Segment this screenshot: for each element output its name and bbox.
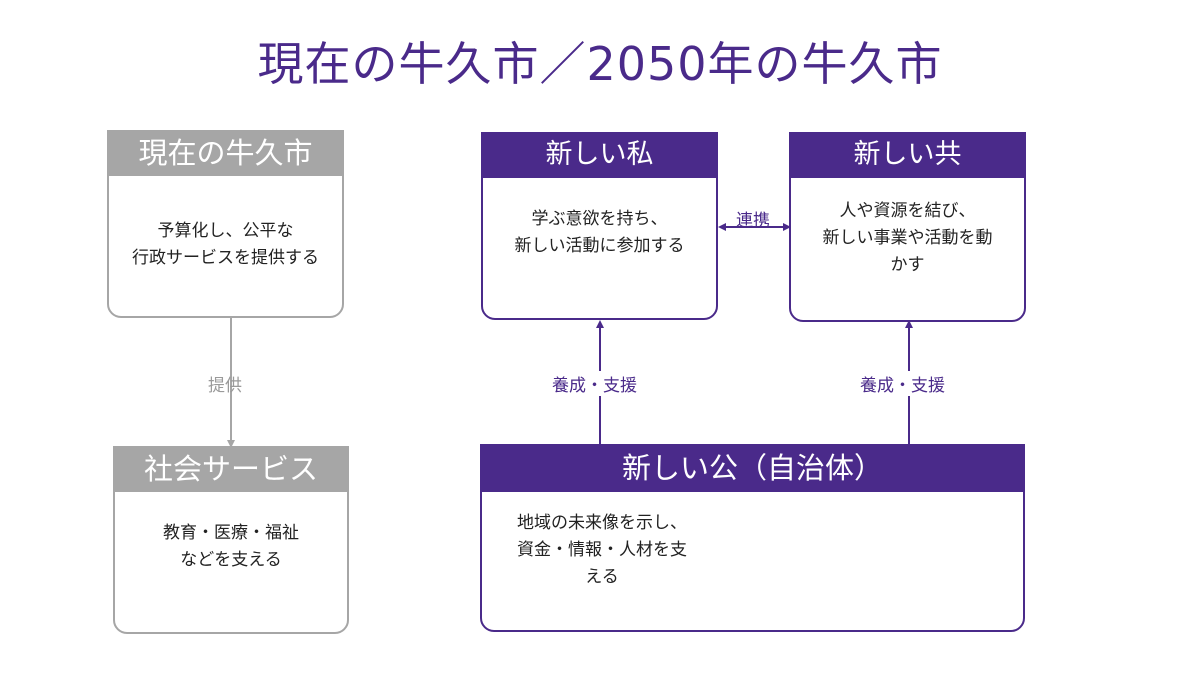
new-private-line: 新しい活動に参加する: [514, 236, 685, 256]
social-service-box: 社会サービス 教育・医療・福祉 などを支える: [113, 446, 349, 634]
current-city-box: 現在の牛久市 予算化し、公平な 行政サービスを提供する: [107, 130, 344, 318]
current-city-header: 現在の牛久市: [107, 130, 344, 176]
new-public-line: 資金・情報・人材を支: [517, 540, 687, 560]
new-public-line: 地域の未来像を示し、: [517, 513, 687, 533]
new-common-line: かす: [890, 255, 925, 275]
page-title: 現在の牛久市／2050年の牛久市: [257, 37, 943, 91]
new-public-body: 地域の未来像を示し、 資金・情報・人材を支 える: [492, 510, 712, 591]
social-service-body: 教育・医療・福祉 などを支える: [115, 520, 347, 574]
support-label-right: 養成・支援: [858, 371, 947, 396]
current-city-line: 予算化し、公平な: [157, 221, 294, 241]
new-private-line: 学ぶ意欲を持ち、: [531, 209, 668, 229]
new-common-box: 新しい共 人や資源を結び、 新しい事業や活動を動 かす: [789, 132, 1026, 322]
support-label-left: 養成・支援: [550, 371, 639, 396]
social-service-line: などを支える: [180, 550, 282, 570]
new-common-line: 人や資源を結び、: [839, 201, 976, 221]
new-public-box: 新しい公（自治体） 地域の未来像を示し、 資金・情報・人材を支 える: [480, 444, 1025, 632]
new-private-box: 新しい私 学ぶ意欲を持ち、 新しい活動に参加する: [481, 132, 718, 320]
new-private-body: 学ぶ意欲を持ち、 新しい活動に参加する: [483, 206, 716, 260]
new-common-header: 新しい共: [789, 132, 1026, 178]
new-common-line: 新しい事業や活動を動: [822, 228, 993, 248]
link-label: 連携: [736, 211, 770, 231]
new-common-body: 人や資源を結び、 新しい事業や活動を動 かす: [791, 198, 1024, 279]
social-service-line: 教育・医療・福祉: [163, 523, 299, 543]
new-public-line: える: [585, 567, 619, 587]
new-public-header: 新しい公（自治体）: [480, 444, 1025, 492]
current-city-body: 予算化し、公平な 行政サービスを提供する: [109, 218, 342, 272]
social-service-header: 社会サービス: [113, 446, 349, 492]
current-city-line: 行政サービスを提供する: [132, 248, 319, 268]
provide-label: 提供: [208, 376, 242, 396]
new-private-header: 新しい私: [481, 132, 718, 178]
